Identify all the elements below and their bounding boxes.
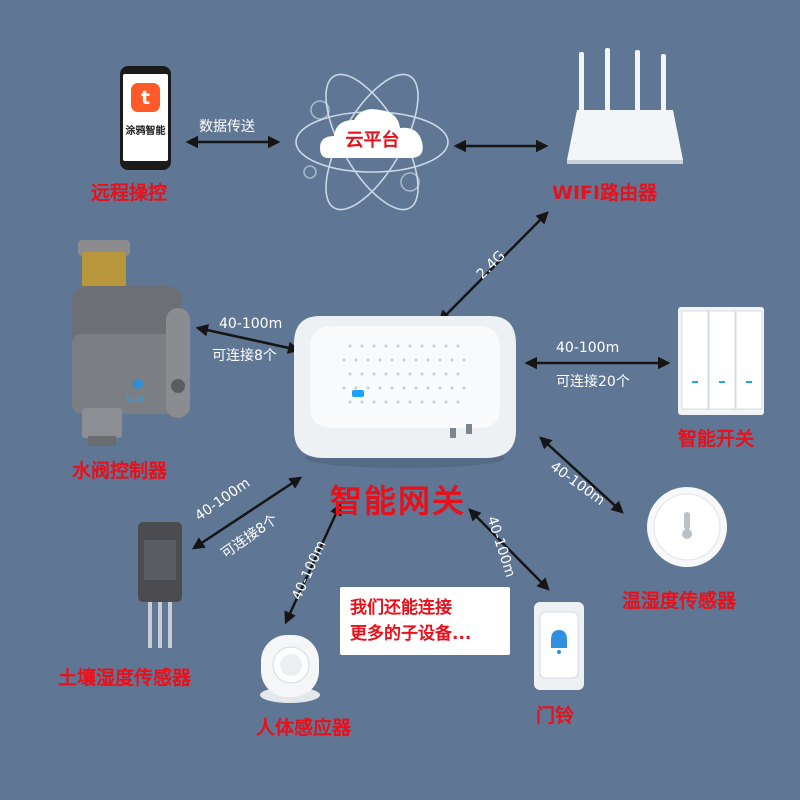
router-icon bbox=[567, 48, 683, 164]
label-switch-range: 40-100m bbox=[556, 340, 620, 356]
label-doorbell: 门铃 bbox=[536, 705, 575, 727]
arrow-doorbell-gateway bbox=[468, 508, 550, 591]
label-switch-count: 可连接20个 bbox=[556, 374, 630, 390]
switch-icon bbox=[678, 307, 764, 415]
label-2-4g: 2.4G bbox=[474, 248, 509, 283]
body-sensor bbox=[255, 625, 325, 705]
callout-line-2: 更多的子设备... bbox=[350, 624, 472, 644]
label-smart-switch: 智能开关 bbox=[678, 428, 755, 450]
label-water-valve: 水阀控制器 bbox=[72, 460, 168, 482]
label-soil-sensor: 土壤湿度传感器 bbox=[58, 667, 192, 689]
gateway-led bbox=[352, 390, 364, 397]
doorbell-icon bbox=[534, 602, 584, 690]
app-name: 涂鸦智能 bbox=[125, 126, 166, 137]
soil-sensor bbox=[134, 520, 186, 650]
label-valve-range: 40-100m bbox=[219, 316, 283, 332]
arrow-router-gateway bbox=[438, 211, 549, 323]
label-doorbell-range: 40-100m bbox=[483, 514, 518, 579]
label-soil-range: 40-100m bbox=[192, 475, 253, 524]
label-th-sensor: 温湿度传感器 bbox=[622, 590, 737, 612]
soil-sensor-icon bbox=[138, 522, 182, 648]
svg-text:t: t bbox=[141, 87, 150, 109]
water-valve-controller: tuya bbox=[68, 238, 193, 448]
valve-brand: tuya bbox=[126, 394, 144, 403]
label-remote-control: 远程操控 bbox=[91, 182, 168, 204]
cloud-label: 云平台 bbox=[345, 130, 400, 151]
water-valve-icon bbox=[72, 240, 190, 446]
more-devices-callout: 我们还能连接 更多的子设备... bbox=[340, 587, 510, 655]
doorbell bbox=[532, 600, 586, 692]
label-body-sensor: 人体感应器 bbox=[256, 717, 352, 739]
phone-device: t 涂鸦智能 bbox=[119, 65, 172, 171]
label-valve-count: 可连接8个 bbox=[212, 348, 277, 364]
label-body-range: 40-100m bbox=[289, 538, 329, 602]
label-smart-gateway: 智能网关 bbox=[330, 482, 467, 520]
label-th-range: 40-100m bbox=[547, 459, 608, 509]
cloud-platform: 云平台 bbox=[290, 62, 455, 222]
wifi-router bbox=[565, 48, 685, 168]
thermometer-sensor-icon bbox=[647, 487, 727, 567]
label-wifi-router: WIFI路由器 bbox=[552, 182, 658, 204]
arrow-body-gateway bbox=[284, 502, 342, 625]
callout-line-1: 我们还能连接 bbox=[350, 598, 452, 618]
smart-gateway bbox=[290, 312, 520, 472]
temp-humidity-sensor bbox=[644, 484, 730, 570]
phone-icon: t bbox=[120, 66, 171, 170]
arrow-soil-gateway bbox=[191, 476, 303, 550]
gateway-icon bbox=[294, 316, 516, 468]
arrow-valve-gateway bbox=[195, 324, 301, 354]
label-data-transfer: 数据传送 bbox=[199, 119, 255, 135]
arrow-th-gateway bbox=[539, 436, 624, 514]
label-soil-count: 可连接8个 bbox=[218, 511, 281, 562]
cloud-atom-icon bbox=[295, 73, 449, 211]
motion-sensor-icon bbox=[260, 635, 320, 703]
smart-switch bbox=[676, 305, 776, 417]
